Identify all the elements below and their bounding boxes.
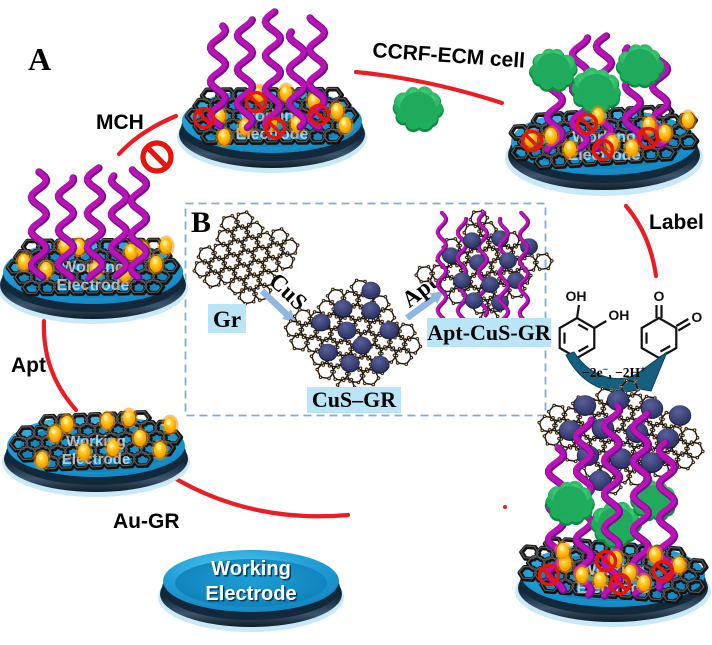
- svg-text:Gr: Gr: [213, 307, 241, 332]
- svg-text:OH: OH: [566, 288, 587, 304]
- svg-text:Electrode: Electrode: [57, 277, 130, 294]
- svg-text:B: B: [191, 206, 211, 239]
- svg-text:O: O: [654, 288, 665, 304]
- svg-text:Label: Label: [649, 211, 704, 234]
- svg-text:CuS–GR: CuS–GR: [312, 387, 397, 412]
- svg-text:Working: Working: [211, 558, 291, 580]
- svg-text:−2e−, −2H+: −2e−, −2H+: [582, 365, 646, 381]
- svg-text:OH: OH: [608, 307, 629, 323]
- svg-text:Electrode: Electrode: [568, 147, 641, 164]
- svg-text:Apt-CuS-GR: Apt-CuS-GR: [427, 320, 552, 345]
- svg-text:Working: Working: [213, 560, 293, 582]
- svg-text:Au-GR: Au-GR: [113, 510, 180, 533]
- svg-text:Electrode: Electrode: [205, 583, 296, 605]
- svg-text:CCRF-ECM cell: CCRF-ECM cell: [372, 39, 526, 73]
- svg-text:Apt: Apt: [11, 354, 46, 377]
- svg-text:A: A: [28, 41, 51, 77]
- svg-text:Electrode: Electrode: [207, 585, 298, 607]
- svg-text:O: O: [691, 309, 702, 325]
- svg-text:MCH: MCH: [96, 111, 144, 134]
